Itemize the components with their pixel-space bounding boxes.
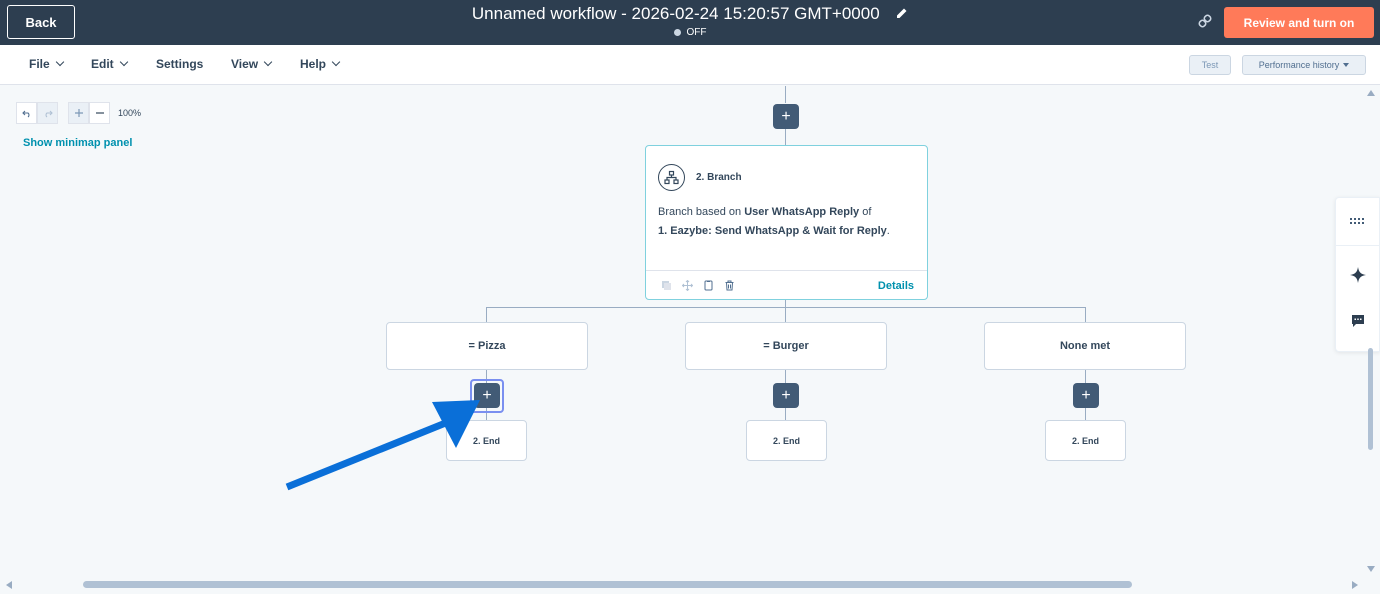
focus-highlight <box>470 379 504 413</box>
menu-file-label: File <box>29 57 50 71</box>
connector-line <box>785 307 786 322</box>
status-dot <box>673 29 681 36</box>
top-bar: Back Unnamed workflow - 2026-02-24 15:20… <box>0 0 1380 45</box>
details-link[interactable]: Details <box>877 280 914 292</box>
review-and-turn-on-button[interactable]: Review and turn on <box>1224 7 1374 38</box>
connector-line <box>486 307 1086 308</box>
grid-icon[interactable] <box>1349 212 1367 230</box>
connector-line <box>785 86 786 103</box>
branch-icon <box>658 164 685 191</box>
performance-history-label: Performance history <box>1258 60 1340 70</box>
scroll-down-arrow[interactable] <box>1367 566 1375 572</box>
status-text: OFF <box>686 27 707 38</box>
branch-outcome-none-met[interactable]: None met <box>984 322 1186 370</box>
connector-line <box>486 307 487 322</box>
branch-desc-property: User WhatsApp Reply <box>744 206 860 218</box>
caret-down-icon <box>1343 63 1350 67</box>
chevron-down-icon <box>331 57 341 67</box>
branch-outcome-burger[interactable]: = Burger <box>685 322 887 370</box>
side-divider <box>1336 245 1380 246</box>
scroll-up-arrow[interactable] <box>1367 90 1375 96</box>
chevron-down-icon <box>263 57 273 67</box>
clone-icon[interactable] <box>702 279 714 291</box>
card-action-icons <box>660 279 735 291</box>
horizontal-scrollbar-thumb[interactable] <box>83 581 1132 588</box>
scroll-left-arrow[interactable] <box>6 581 12 589</box>
menu-edit[interactable]: Edit <box>91 57 128 71</box>
back-button[interactable]: Back <box>7 5 75 39</box>
copy-icon[interactable] <box>660 279 672 291</box>
end-node-burger[interactable]: 2. End <box>746 420 827 461</box>
edit-icon[interactable] <box>896 6 908 24</box>
add-action-button-pizza[interactable]: + <box>474 383 500 408</box>
menu-help[interactable]: Help <box>300 57 341 71</box>
branch-title: 2. Branch <box>696 172 742 183</box>
performance-history-button[interactable]: Performance history <box>1242 55 1366 75</box>
chevron-down-icon <box>55 57 64 67</box>
scroll-right-arrow[interactable] <box>1352 581 1358 589</box>
branch-outcome-pizza[interactable]: = Pizza <box>386 322 588 370</box>
link-icon[interactable] <box>1198 14 1212 33</box>
connector-line <box>785 300 786 308</box>
zoom-controls: 100% <box>16 102 141 124</box>
branch-action-card[interactable]: 2. Branch Branch based on User WhatsApp … <box>645 145 928 300</box>
menu-bar: File Edit Settings View Help Test Perfor… <box>0 45 1380 85</box>
add-action-button-burger[interactable]: + <box>773 383 799 408</box>
end-node-none-met[interactable]: 2. End <box>1045 420 1126 461</box>
comment-icon[interactable] <box>1349 312 1367 330</box>
zoom-out-button[interactable] <box>89 102 110 124</box>
add-action-button[interactable]: + <box>773 104 799 129</box>
move-icon[interactable] <box>681 279 693 291</box>
add-action-button-none-met[interactable]: + <box>1073 383 1099 408</box>
zoom-in-icon <box>74 109 83 117</box>
menu-view[interactable]: View <box>231 57 273 71</box>
menu-file[interactable]: File <box>29 57 64 71</box>
workflow-title[interactable]: Unnamed workflow - 2026-02-24 15:20:57 G… <box>471 4 880 23</box>
connector-line <box>785 129 786 145</box>
show-minimap-link[interactable]: Show minimap panel <box>23 137 133 149</box>
menu-help-label: Help <box>300 57 327 71</box>
right-side-panel <box>1335 197 1380 352</box>
menu-edit-label: Edit <box>91 57 114 71</box>
zoom-out-icon <box>95 112 104 114</box>
zoom-in-button[interactable] <box>68 102 89 124</box>
status-indicator: OFF <box>0 27 1380 38</box>
undo-button[interactable] <box>16 102 37 124</box>
menu-view-label: View <box>231 57 259 71</box>
workflow-title-wrap: Unnamed workflow - 2026-02-24 15:20:57 G… <box>0 4 1380 24</box>
redo-icon <box>44 110 53 118</box>
vertical-scrollbar-thumb[interactable] <box>1368 348 1373 450</box>
arrow-annotation <box>285 400 480 491</box>
menu-settings-label: Settings <box>156 57 204 71</box>
branch-description: Branch based on User WhatsApp Reply of 1… <box>658 203 923 241</box>
connector-line <box>1085 307 1086 322</box>
branch-desc-suffix: . <box>886 225 890 237</box>
chevron-down-icon <box>119 57 128 67</box>
branch-desc-prefix: Branch based on <box>658 206 745 218</box>
card-footer: Details <box>646 270 927 300</box>
branch-desc-middle: of <box>859 206 872 218</box>
undo-icon <box>21 110 30 118</box>
sparkle-icon[interactable] <box>1349 266 1367 284</box>
branch-desc-action: 1. Eazybe: Send WhatsApp & Wait for Repl… <box>658 225 887 237</box>
zoom-level: 100% <box>118 108 142 118</box>
redo-button[interactable] <box>37 102 58 124</box>
test-button[interactable]: Test <box>1189 55 1231 75</box>
menu-settings[interactable]: Settings <box>156 57 203 71</box>
trash-icon[interactable] <box>723 279 735 291</box>
